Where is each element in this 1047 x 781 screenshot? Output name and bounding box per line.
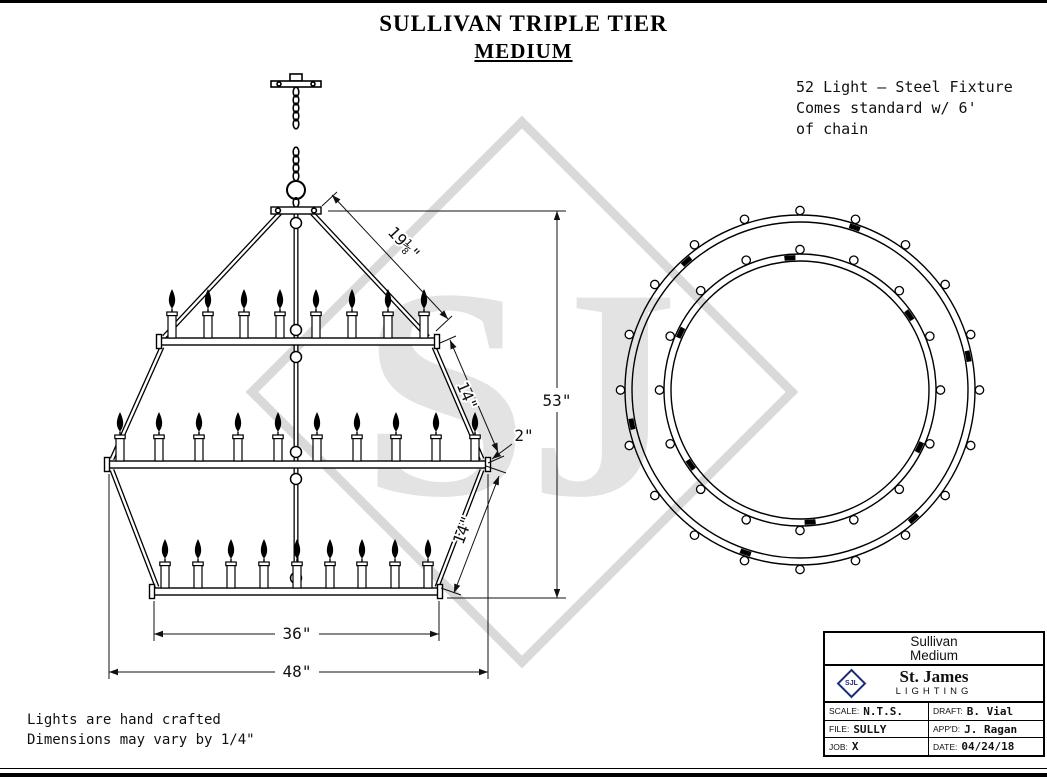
light-position — [795, 564, 805, 575]
drawing-subtitle: MEDIUM — [474, 39, 573, 63]
fixture-note-line3: of chain — [796, 120, 869, 138]
light-position — [739, 214, 750, 225]
dim-offset: 2" — [491, 424, 536, 460]
dimensions: 53" 19⅛" 14" 2" 14 — [108, 191, 573, 683]
drawing-title: SULLIVAN TRIPLE TIER — [379, 11, 668, 36]
fixture-note: 52 Light – Steel Fixture Comes standard … — [796, 77, 1013, 140]
draft-value: B. Vial — [966, 704, 1014, 718]
fixture-note-line1: 52 Light – Steel Fixture — [796, 78, 1013, 96]
outer-ring-inner-line — [631, 221, 969, 559]
light-position — [695, 285, 706, 296]
dim-bottom-tier-width-label: 36" — [283, 624, 312, 643]
light-position — [848, 514, 859, 525]
light-position — [624, 329, 635, 340]
light-position — [894, 285, 905, 296]
tier-bands — [103, 333, 492, 600]
date-value: 04/24/18 — [961, 740, 1015, 754]
top-view — [615, 205, 985, 575]
light-position — [665, 438, 676, 449]
light-position — [741, 514, 752, 525]
fixture-note-line2: Comes standard w/ 6' — [796, 99, 977, 117]
light-position — [795, 244, 805, 255]
light-position — [689, 530, 700, 541]
handcrafted-note-line1: Lights are hand crafted — [27, 712, 221, 728]
title-block-row-job-date: JOB: X DATE: 04/24/18 — [825, 738, 1043, 756]
dim-bottom-tier-width: 36" — [153, 601, 440, 645]
light-position — [695, 484, 706, 495]
top-border-rule — [0, 0, 1047, 3]
handcrafted-note: Lights are hand crafted Dimensions may v… — [27, 710, 255, 750]
light-position — [965, 329, 976, 340]
product-name-line1: Sullivan — [910, 634, 958, 649]
light-position — [741, 255, 752, 266]
light-position — [649, 279, 660, 290]
light-position — [935, 385, 946, 395]
date-label: DATE: — [933, 741, 958, 752]
bottom-border-rule-thin — [0, 768, 1047, 769]
title-block-row-scale-draft: SCALE: N.T.S. DRAFT: B. Vial — [825, 703, 1043, 721]
light-position — [615, 385, 626, 395]
outer-ring-lights — [615, 205, 985, 575]
inner-ring-lights — [654, 244, 946, 536]
company-section: SJL St. James LIGHTING — [825, 666, 1043, 703]
file-label: FILE: — [829, 724, 850, 734]
light-position — [850, 214, 861, 225]
drawing-title-block: SULLIVAN TRIPLE TIER MEDIUM — [0, 11, 1047, 64]
title-block-row-file-appd: FILE: SULLY APP'D: J. Ragan — [825, 720, 1043, 739]
draft-label: DRAFT: — [933, 706, 963, 717]
light-position — [940, 279, 951, 290]
logo-monogram: SJL — [845, 680, 858, 687]
company-name: St. James — [899, 667, 969, 686]
light-position — [894, 484, 905, 495]
light-position — [654, 385, 665, 395]
appd-value: J. Ragan — [964, 722, 1018, 736]
light-position — [850, 555, 861, 566]
job-value: X — [851, 740, 859, 754]
light-position — [795, 205, 805, 216]
job-label: JOB: — [829, 741, 848, 752]
light-position — [965, 440, 976, 451]
dim-overall-height: 53" — [328, 210, 573, 599]
light-position — [795, 525, 805, 536]
dim-middle-tier-width-label: 48" — [283, 662, 312, 681]
light-position — [900, 530, 911, 541]
light-position — [900, 239, 911, 250]
dim-offset-label: 2" — [514, 426, 533, 445]
light-position — [924, 331, 935, 342]
title-block: Sullivan Medium SJL St. James LIGHTING S… — [823, 631, 1045, 757]
chain-and-canopy — [270, 73, 322, 215]
product-name: Sullivan Medium — [825, 633, 1043, 666]
elevation-view — [103, 73, 492, 600]
light-position — [940, 490, 951, 501]
light-position — [974, 385, 985, 395]
bottom-border-rule-thick — [0, 773, 1047, 777]
dim-overall-height-label: 53" — [543, 391, 572, 410]
file-value: SULLY — [853, 722, 887, 736]
dim-middle-tier-width: 48" — [108, 474, 489, 683]
appd-label: APP'D: — [933, 724, 961, 734]
light-position — [739, 555, 750, 566]
light-position — [649, 490, 660, 501]
light-position — [848, 255, 859, 266]
light-position — [624, 440, 635, 451]
light-position — [924, 438, 935, 449]
company-subtitle: LIGHTING — [895, 686, 973, 697]
light-position — [665, 331, 676, 342]
scale-value: N.T.S. — [863, 704, 903, 718]
handcrafted-note-line2: Dimensions may vary by 1/4" — [27, 732, 255, 748]
light-position — [689, 239, 700, 250]
scale-label: SCALE: — [829, 706, 860, 717]
product-name-line2: Medium — [909, 648, 958, 663]
inner-ring-inner-line — [670, 260, 930, 520]
